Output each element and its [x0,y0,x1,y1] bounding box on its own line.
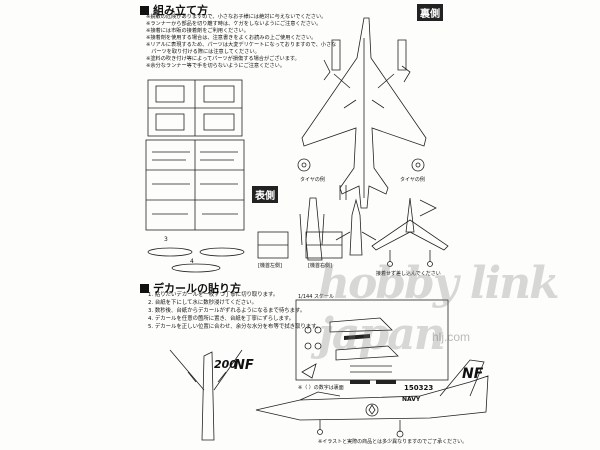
decal-step: 1. 貼りたいデカールを一枚ずつ丁寧に切り取ります。 [148,292,279,298]
step-number: 3 [164,236,168,243]
assembly-heading: 組み立て方 [140,2,208,18]
aircraft-side-profile [255,359,489,438]
step-number: 4 [190,258,194,265]
aircraft-underside [301,17,427,209]
note-line: ※リアルに表現するため、パーツは大変デリケートになっておりますので、小さな [146,42,337,48]
heading-marker-icon [140,283,149,293]
decal-step: 2. 台紙を下にして水に数秒浸けてください。 [148,300,257,306]
scale-note: 1/144 スケール [298,294,334,300]
note-line: ※接着剤を使用する場合は、注意書きをよくお読みの上ご使用ください。 [146,35,317,41]
assembly-heading-text: 組み立て方 [153,4,208,17]
footer-note: ※イラストと実際の商品とは多少異なりますのでご了承ください。 [318,439,468,445]
watermark-site: hlj.com [432,330,471,344]
note-line: パーツを取り付ける際には注意してください。 [146,49,260,55]
note-line: ※余分なランナー等で手を切らないようにご注意ください。 [146,63,286,69]
attach-note: 接着せず差し込んでください [376,271,441,277]
aircraft-front-right [371,197,449,267]
note-line: ※接着には市販の接着剤をご利用ください。 [146,28,249,34]
front-view-tag: 表側 [252,186,278,203]
aircraft-vertical-side [169,349,243,441]
mount-label-left: [機首左側] [258,263,282,269]
marking-navy: NAVY [402,396,421,403]
tire-example-label: タイヤの例 [400,177,425,183]
mount-label-right: [機首右側] [308,263,332,269]
decal-step: 5. デカールを正しい位置に合わせ、余分な水分を布等で拭き取ります。 [148,324,322,330]
decal-sheet-outline [295,299,449,381]
runner-2 [145,139,245,231]
marking-side-number: 200 [214,358,237,371]
marking-tail-code-1: NF [234,358,254,373]
aircraft-front-mid [335,198,377,256]
rear-view-tag: 裏側 [417,4,443,21]
heading-marker-icon [140,5,149,15]
bracket-note: ※（ ）の数字は裏面 [298,385,344,391]
watermark-brand: hobby link japan [318,258,560,360]
note-line: ※ランナーから部品を切り離す時は、ケガをしないようにご注意ください。 [146,21,322,27]
tire-example-label: タイヤの例 [300,177,325,183]
decal-heading-text: デカールの貼り方 [153,282,241,295]
note-line: ※鋭敏の危険がありますので、小さなお子様には絶対に与えないでください。 [146,14,327,20]
runner-1 [147,79,243,137]
decal-step: 3. 数秒後、台紙からデカールがずれるようになるまで待ちます。 [148,308,306,314]
decal-heading: デカールの貼り方 [140,280,241,296]
assembly-notes: ※鋭敏の危険がありますので、小さなお子様には絶対に与えないでください。 ※ランナ… [146,14,338,70]
aircraft-front-view [299,197,325,261]
marking-serial: 150323 [404,384,434,392]
marking-tail-code-2: NF [462,366,484,382]
decal-step: 4. デカールを任意の箇所に置き、台紙を丁寧にずらします。 [148,316,295,322]
note-line: ※塗料の吹き付け等によってパーツが損傷する場合がございます。 [146,56,300,62]
decal-steps: 1. 貼りたいデカールを一枚ずつ丁寧に切り取ります。 2. 台紙を下にして水に数… [148,291,322,331]
